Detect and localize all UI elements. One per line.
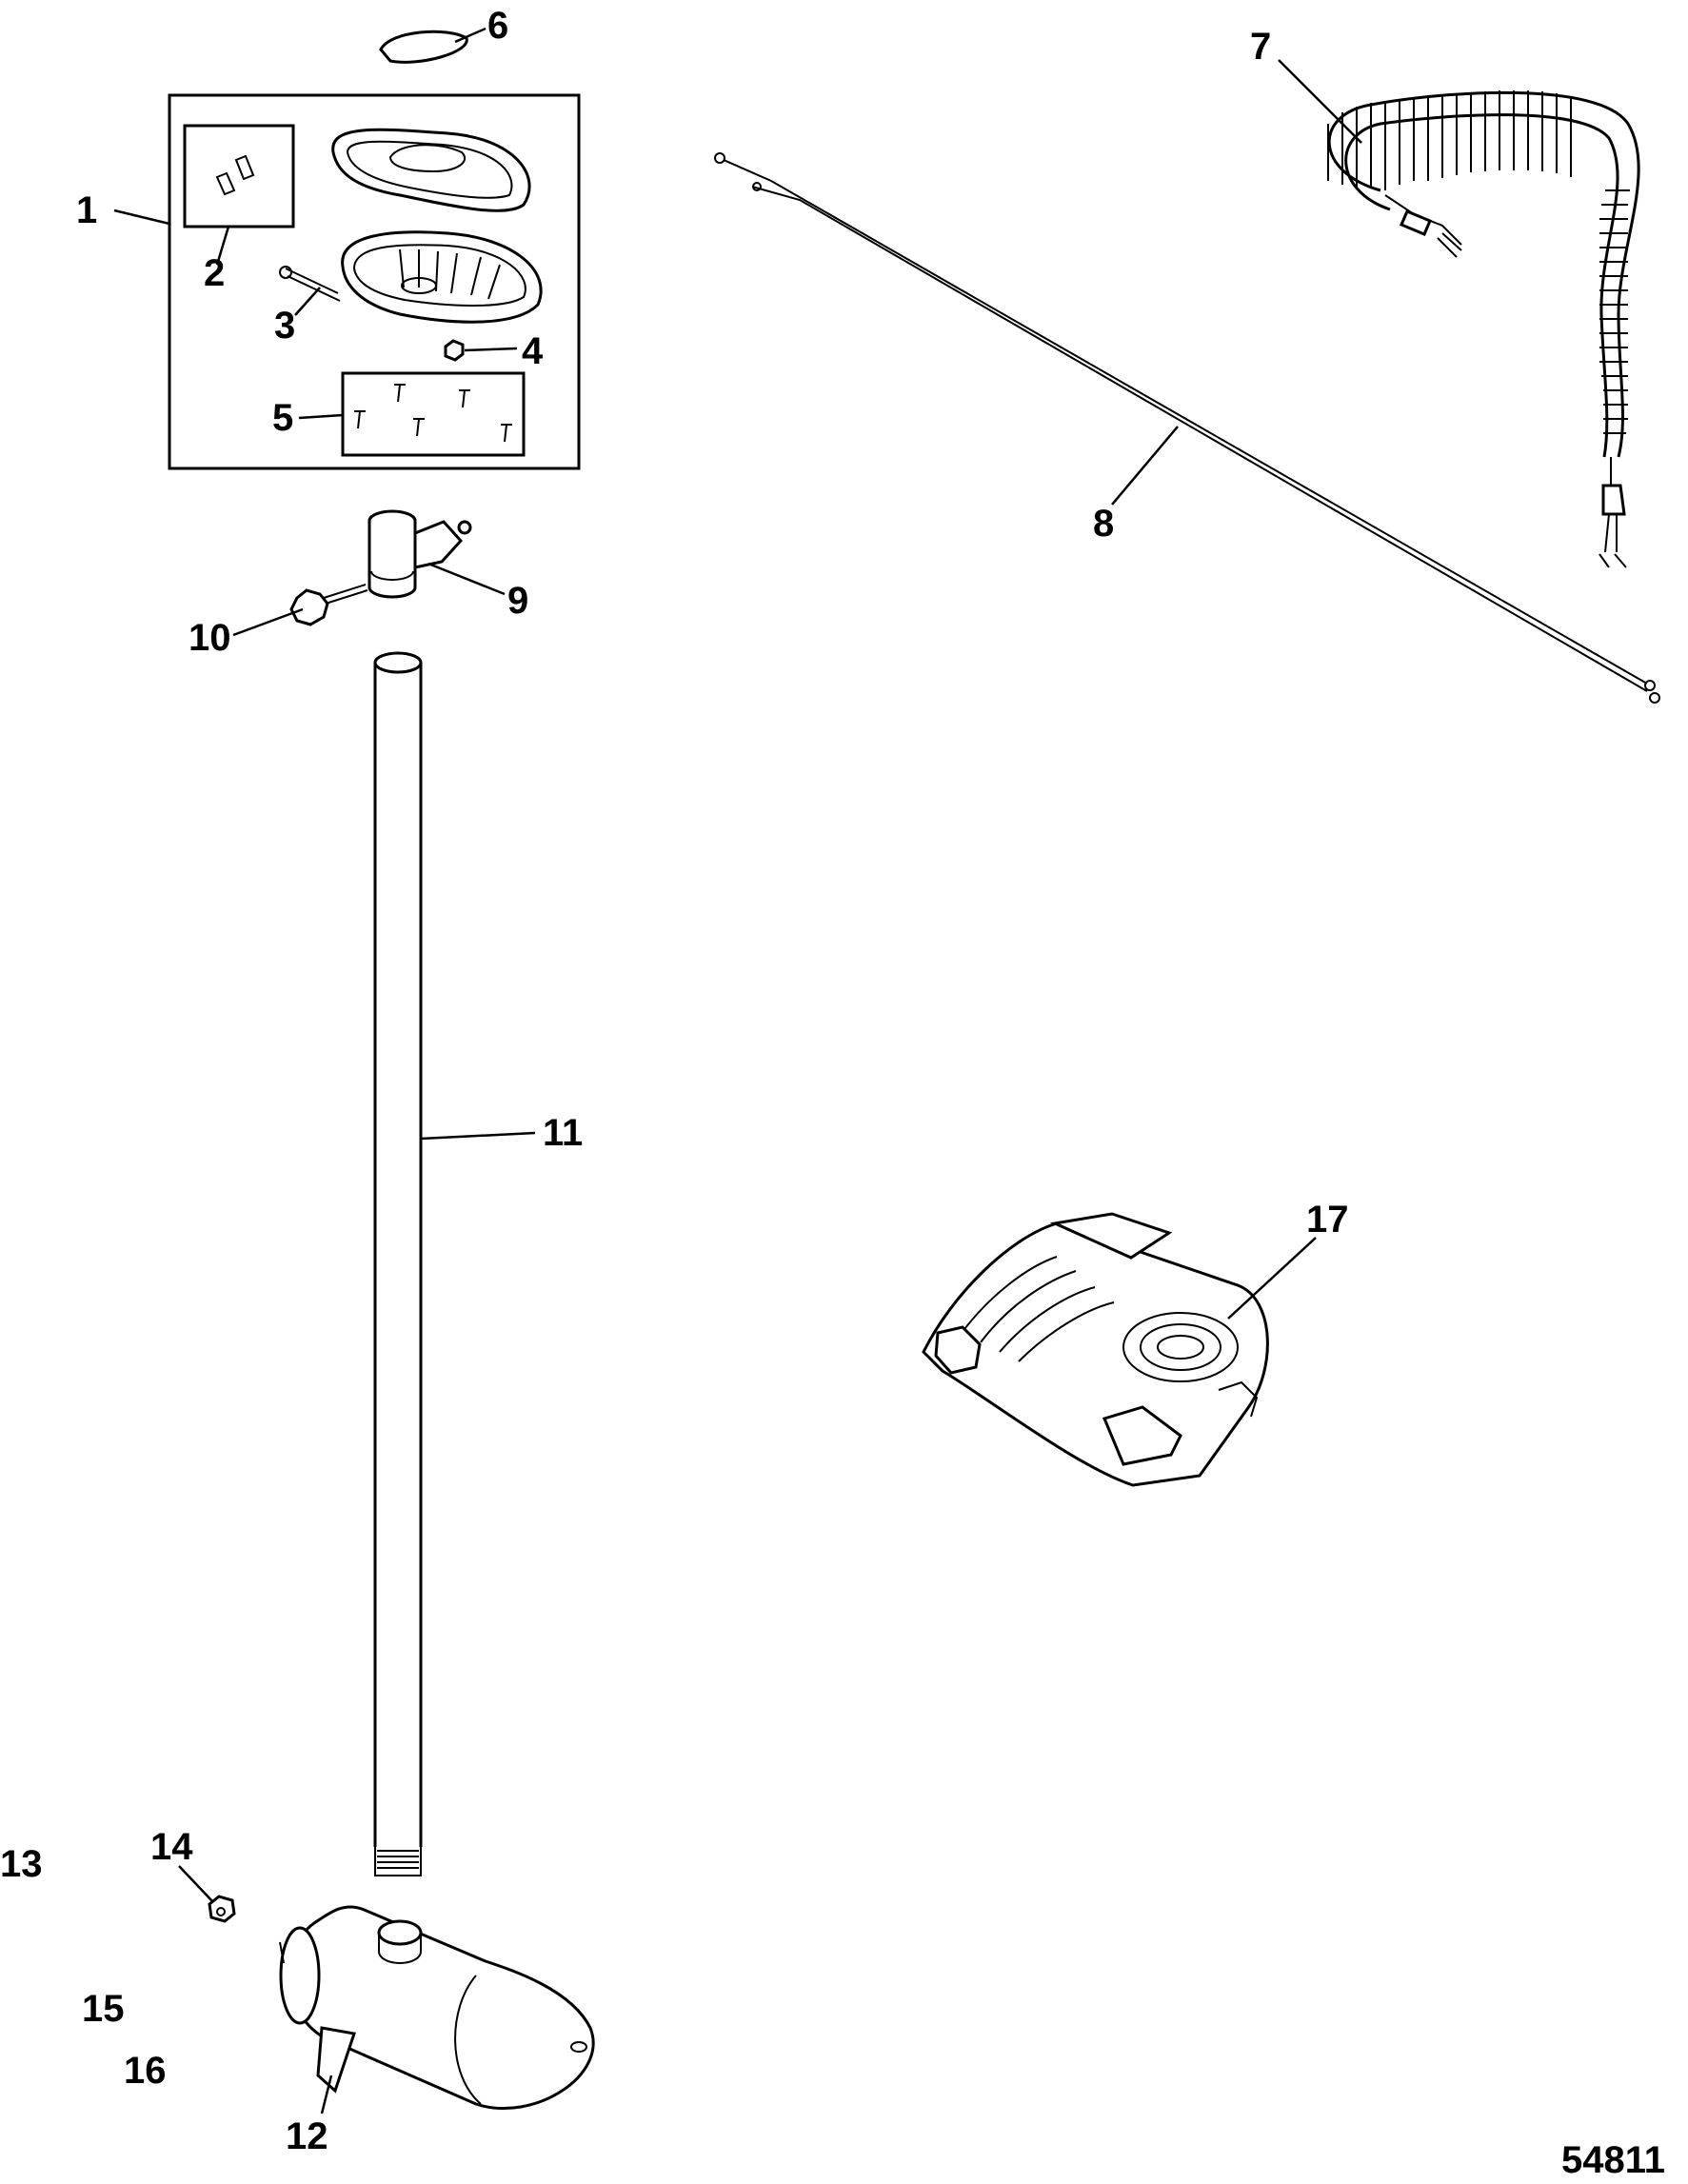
part-10-knob	[289, 584, 368, 626]
callout-1: 1	[76, 189, 97, 231]
callout-15: 15	[82, 1988, 125, 2030]
callout-2: 2	[204, 252, 225, 294]
part-14-nut	[208, 1895, 236, 1923]
callout-12: 12	[286, 2115, 328, 2157]
leader-lines	[113, 27, 1362, 2115]
part-5-box	[341, 371, 526, 457]
part-7-coil-cord	[1327, 90, 1640, 568]
part-1-kit-box	[168, 93, 581, 470]
part-8-cable	[714, 152, 1660, 704]
callout-11: 11	[543, 1112, 583, 1154]
callout-5: 5	[272, 397, 293, 439]
callout-13: 13	[0, 1843, 43, 1885]
callout-7: 7	[1250, 26, 1271, 68]
callout-16: 16	[124, 2050, 167, 2092]
drawing-number: 54811	[1561, 2139, 1665, 2181]
part-2-box	[183, 124, 295, 228]
callout-8: 8	[1093, 503, 1114, 545]
callout-9: 9	[507, 580, 528, 622]
part-17-foot-pedal	[922, 1212, 1269, 1487]
part-11-shaft	[373, 651, 423, 1876]
head-cover-bottom	[341, 230, 543, 324]
part-9-collar	[367, 509, 472, 599]
callout-6: 6	[487, 5, 508, 47]
callout-10: 10	[189, 617, 231, 659]
part-5-screws	[354, 384, 512, 443]
part-2-caps	[215, 154, 255, 196]
callout-14: 14	[150, 1826, 193, 1868]
part-3-screw	[279, 266, 341, 302]
callout-3: 3	[274, 305, 295, 347]
part-4-nut	[444, 339, 465, 362]
part-12-motor	[279, 1905, 595, 2110]
head-cover-top	[331, 128, 531, 212]
callout-4: 4	[522, 330, 544, 372]
part-6-decal	[379, 30, 468, 64]
callout-17: 17	[1306, 1199, 1349, 1241]
callout-labels: 1 2 3 4 5 6 7 8 9 10 11 12 13 14 15 16 1…	[0, 5, 1349, 2157]
